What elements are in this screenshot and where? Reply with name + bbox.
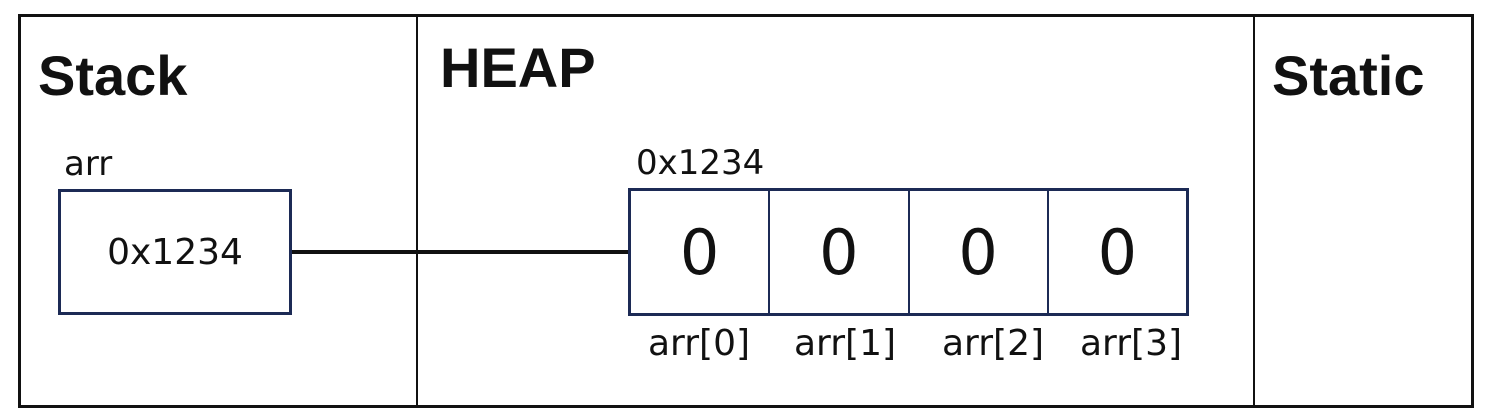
array-index-labels: arr[0] arr[1] arr[2] arr[3] — [640, 326, 1210, 370]
array-index-label-1: arr[1] — [794, 323, 897, 364]
heap-address-label: 0x1234 — [636, 143, 765, 183]
stack-section-title: Stack — [38, 44, 188, 107]
memory-diagram-frame — [18, 14, 1474, 408]
array-cell-0: 0 — [631, 191, 771, 313]
reference-pointer-line — [292, 250, 630, 254]
stack-heap-divider — [416, 14, 418, 408]
static-section-title: Static — [1272, 44, 1425, 107]
array-index-label-0: arr[0] — [648, 323, 751, 364]
array-cell-1: 0 — [770, 191, 910, 313]
array-index-label-3: arr[3] — [1080, 323, 1183, 364]
array-index-label-2: arr[2] — [942, 323, 1045, 364]
array-cell-3: 0 — [1097, 215, 1138, 289]
heap-static-divider — [1253, 14, 1255, 408]
stack-reference-value: 0x1234 — [107, 231, 243, 273]
heap-array-box: 0 0 0 0 — [628, 188, 1189, 316]
stack-variable-name: arr — [64, 144, 113, 184]
array-cell-2: 0 — [910, 191, 1049, 313]
stack-reference-box: 0x1234 — [58, 189, 292, 315]
heap-section-title: HEAP — [440, 36, 596, 99]
